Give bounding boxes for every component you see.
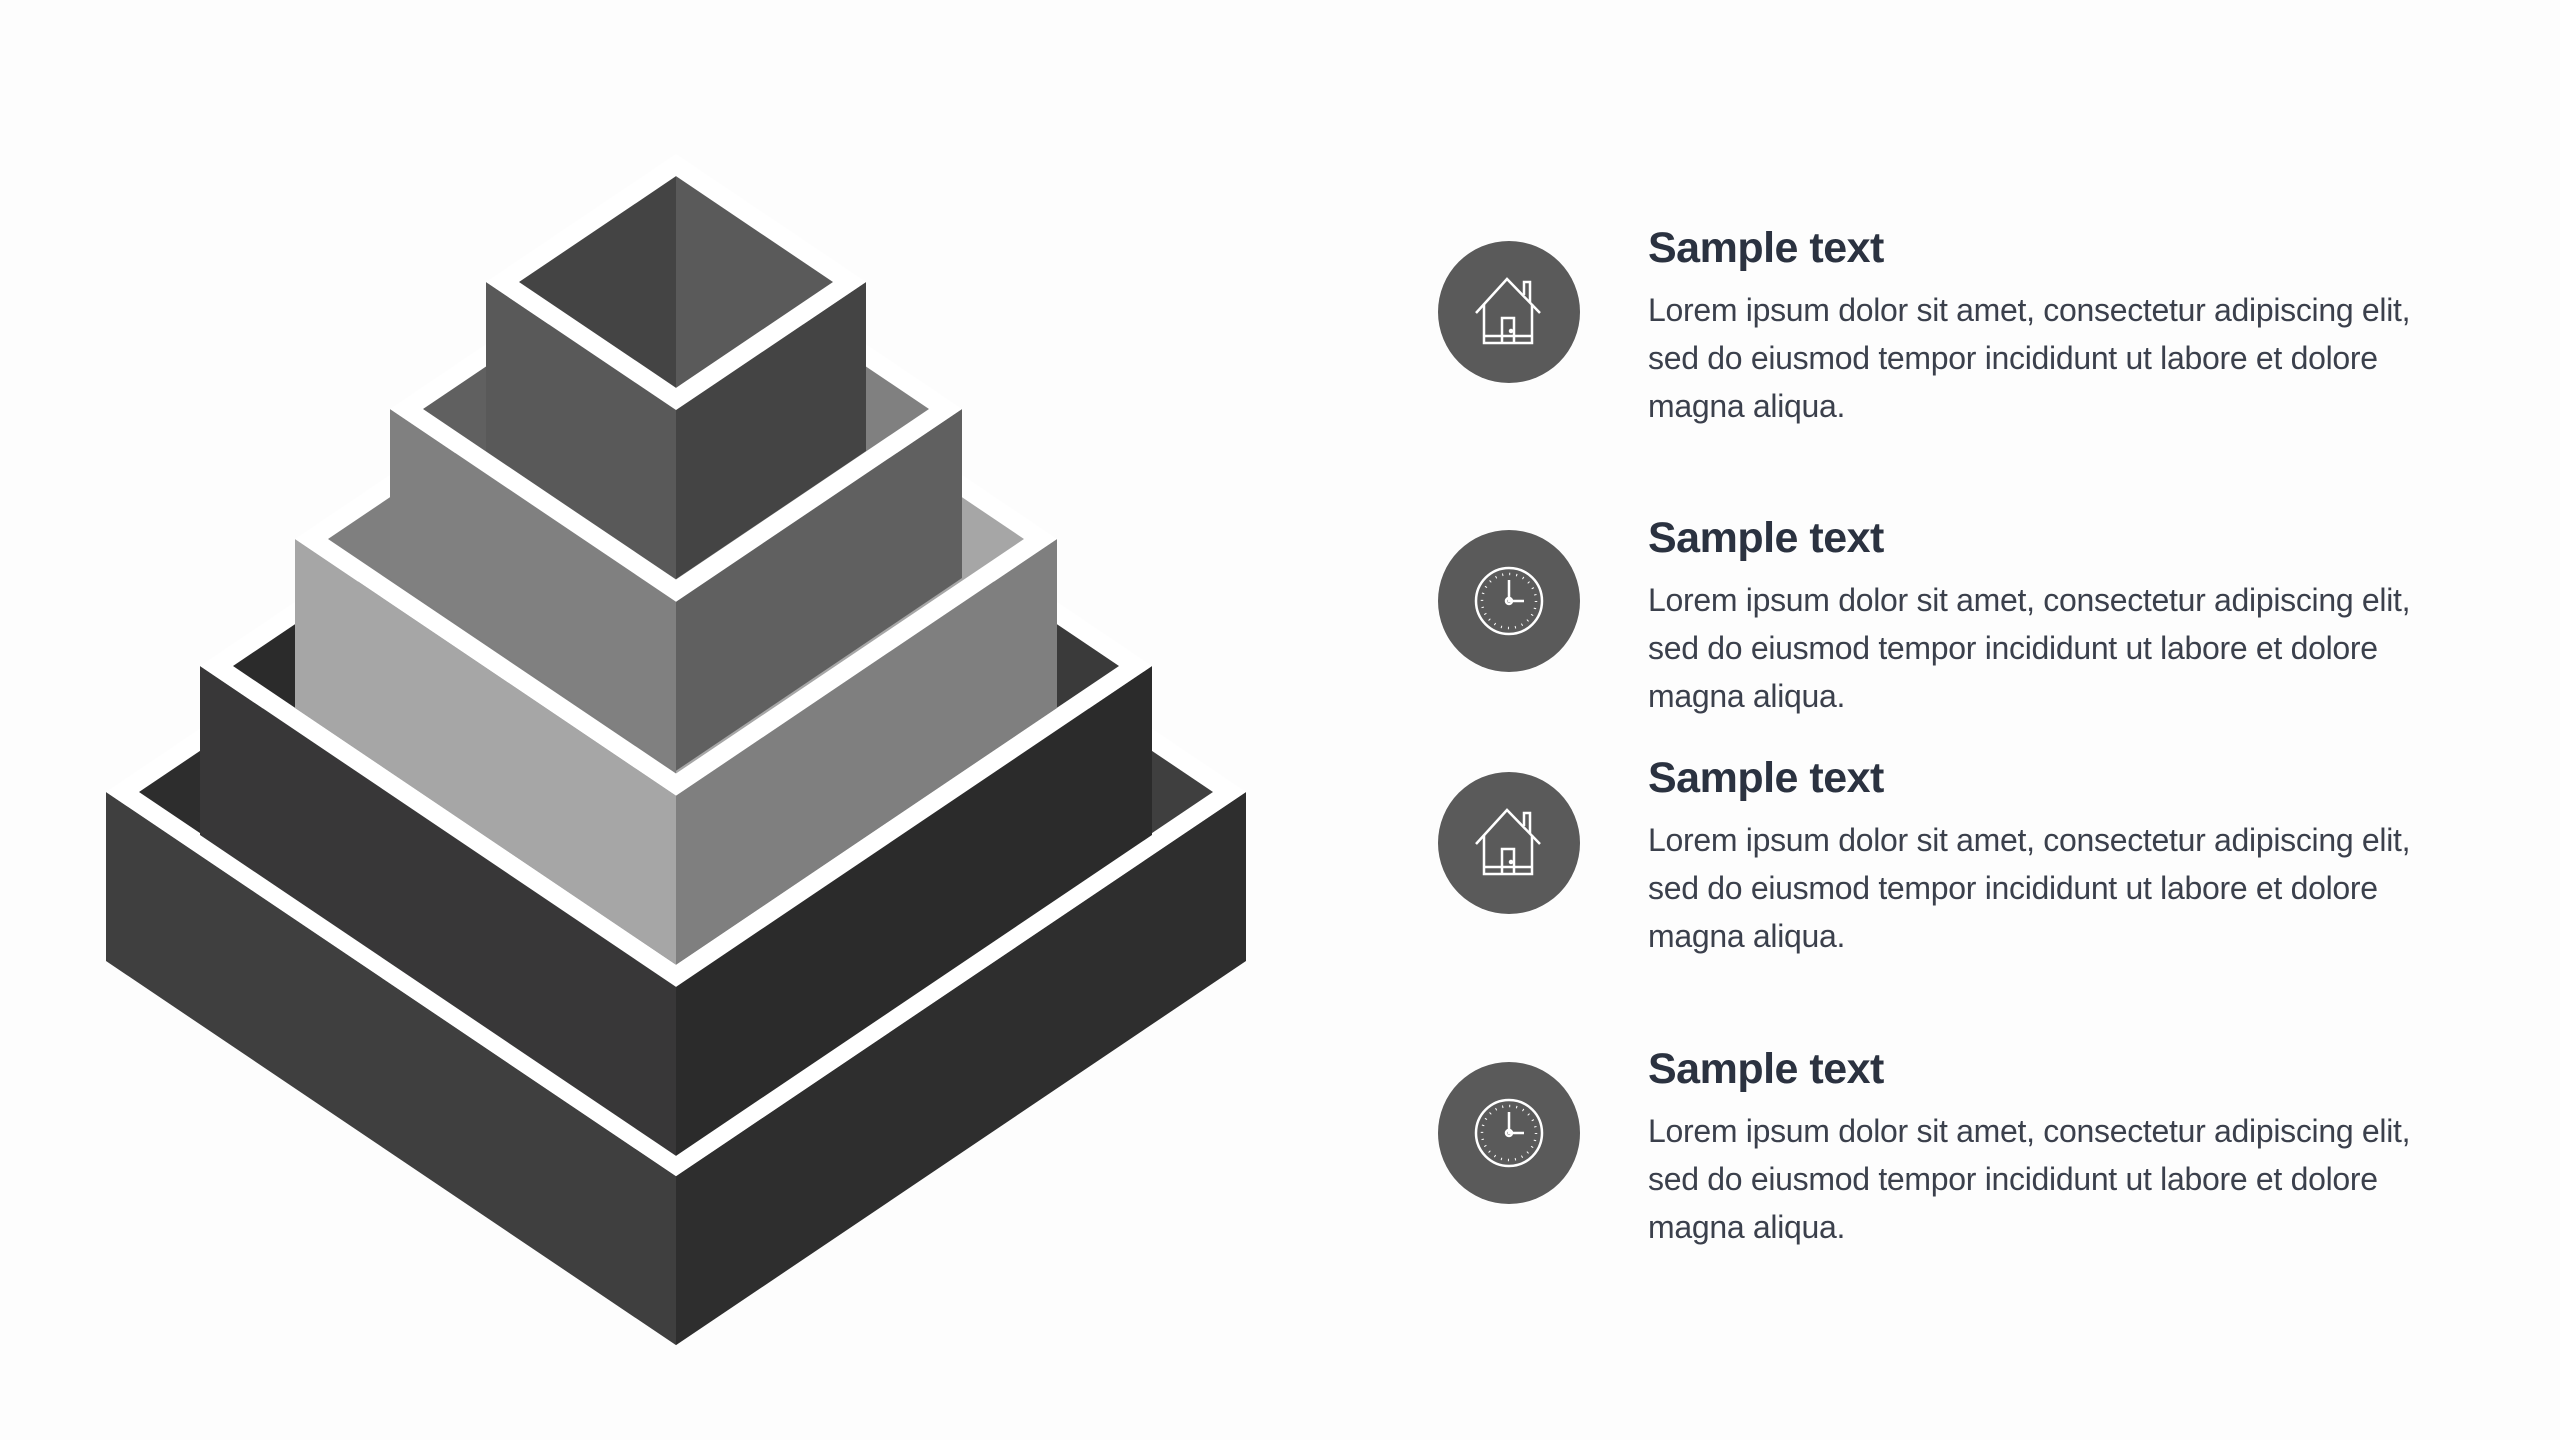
list-item-4: Sample text Lorem ipsum dolor sit amet, … [1438,1045,2538,1305]
item-body: Lorem ipsum dolor sit amet, consectetur … [1648,292,2411,424]
tier-5-top-left [519,176,676,388]
tier-5-right-face [676,282,866,580]
icon-circle [1438,530,1580,672]
tier-3-left-face [295,539,676,965]
item-title: Sample text [1648,754,1884,802]
tier-1-left-face [106,792,676,1346]
icon-circle [1438,241,1580,383]
tier-5-top-right [676,176,833,388]
icon-circle [1438,772,1580,914]
list-item-3: Sample text Lorem ipsum dolor sit amet, … [1438,754,2538,1014]
item-body: Lorem ipsum dolor sit amet, consectetur … [1648,1113,2411,1245]
item-body: Lorem ipsum dolor sit amet, consectetur … [1648,822,2411,954]
list-item-1: Sample text Lorem ipsum dolor sit amet, … [1438,224,2538,484]
item-body: Lorem ipsum dolor sit amet, consectetur … [1648,582,2411,714]
tier-1-right-face [676,792,1246,1346]
pyramid-diagram [106,176,1246,1346]
tier-3-right-face [676,539,1057,965]
tier-5-left-face [486,282,676,580]
tier-4-right-face [676,409,962,771]
tier-2-left-face [200,666,676,1156]
clock-icon [1474,1098,1544,1168]
tier-2-right-face [676,666,1152,1156]
item-title: Sample text [1648,224,1884,272]
item-title: Sample text [1648,1045,1884,1093]
house-icon [1475,808,1541,876]
item-title: Sample text [1648,514,1884,562]
icon-circle [1438,1062,1580,1204]
house-icon [1475,277,1541,345]
list-item-2: Sample text Lorem ipsum dolor sit amet, … [1438,514,2538,774]
tier-4-left-face [390,409,676,771]
clock-icon [1474,566,1544,636]
